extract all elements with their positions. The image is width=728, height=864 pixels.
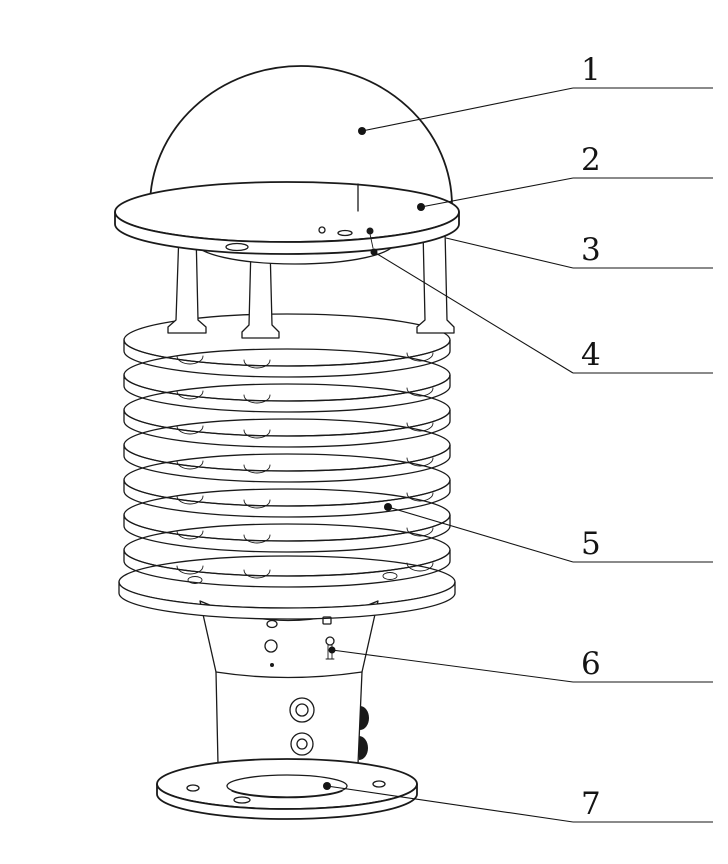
body-outline: [199, 600, 379, 765]
indicator-dot: [270, 663, 274, 667]
indicator-oval: [266, 619, 278, 629]
callout-4: 4: [370, 248, 713, 374]
connector-port-top: [289, 697, 315, 723]
sensor-body: [199, 600, 379, 765]
callout-label-5: 5: [581, 526, 601, 562]
target-dot-7: [323, 782, 331, 790]
side-knobs: [359, 706, 369, 760]
body-seam-line: [215, 671, 363, 679]
callout-label-4: 4: [581, 337, 601, 373]
callout-2: 2: [417, 142, 713, 211]
small-connector-head: [325, 636, 335, 646]
leader-line-7: [326, 785, 574, 823]
bottom-plate-bolt-left: [187, 576, 203, 584]
bottom-plate-bolt-right: [382, 572, 398, 580]
support-post-middle: [241, 245, 280, 339]
leader-line-2: [420, 177, 574, 208]
callout-label-6: 6: [581, 646, 601, 682]
callouts: 1 2 3 4 5: [323, 52, 713, 823]
flange-hole-left: [186, 784, 200, 792]
base-flange: [156, 758, 418, 820]
flange-hole-front: [233, 796, 251, 804]
callout-label-7: 7: [581, 786, 601, 822]
leader-line-4: [373, 251, 574, 374]
louver-plate-7: [123, 523, 451, 588]
support-post-left: [167, 231, 207, 334]
connector-port-bottom: [290, 732, 314, 756]
target-dot-2: [417, 203, 425, 211]
louver-plate-2: [123, 348, 451, 413]
target-dot-6: [328, 646, 336, 654]
callout-7: 7: [323, 782, 713, 823]
louver-plate-4: [123, 418, 451, 483]
flange-band: [156, 783, 418, 820]
callout-label-3: 3: [581, 232, 601, 268]
louver-plate-1: [123, 313, 451, 378]
device-illustration: [114, 65, 460, 820]
flange-hole-right: [372, 780, 386, 788]
under-cap-fasteners: [225, 226, 374, 252]
target-dot-5: [384, 503, 392, 511]
target-dot-1: [358, 127, 366, 135]
brim-band: [114, 211, 460, 255]
bottom-plate: [118, 555, 456, 620]
callout-6: 6: [328, 646, 713, 683]
target-dot-4: [370, 248, 378, 256]
louver-plate-3: [123, 383, 451, 448]
dome-outline: [149, 65, 453, 207]
callout-5: 5: [384, 503, 713, 563]
callout-label-2: 2: [581, 142, 601, 178]
louver-plate-5: [123, 453, 451, 518]
support-post-right: [416, 229, 455, 334]
leader-line-3: [445, 237, 574, 269]
callout-1: 1: [358, 52, 713, 135]
leader-line-6: [331, 649, 574, 683]
indicator-square: [322, 616, 332, 625]
dome: [149, 65, 453, 207]
callout-3: 3: [445, 232, 713, 269]
indicator-circle: [264, 639, 278, 653]
cap-brim: [114, 181, 460, 255]
support-posts: [167, 229, 455, 339]
leader-line-1: [361, 87, 574, 132]
cap-sensor-dot: [366, 227, 374, 235]
leader-line-5: [387, 506, 574, 563]
body-details: [264, 616, 369, 760]
callout-label-1: 1: [581, 52, 601, 88]
